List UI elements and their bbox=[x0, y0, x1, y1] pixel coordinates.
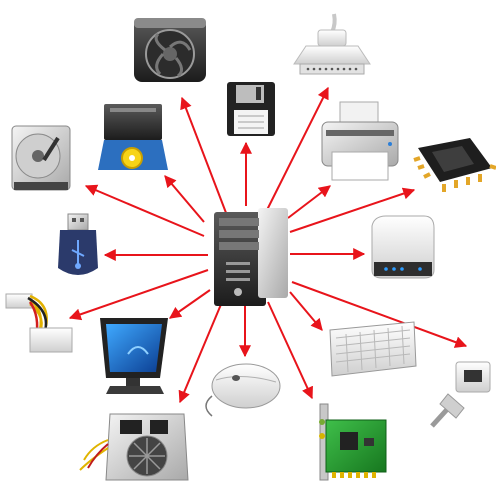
arrow-to-parallel-cable bbox=[265, 86, 329, 213]
expansion-card-icon bbox=[319, 403, 387, 481]
arrows bbox=[68, 86, 468, 404]
printer-icon bbox=[321, 101, 399, 181]
mouse-icon bbox=[205, 363, 281, 417]
arrow-to-keyboard bbox=[289, 291, 323, 331]
usb-drive-icon bbox=[58, 213, 98, 275]
arrow-to-network-cable bbox=[291, 281, 468, 348]
desktop-tower-icon bbox=[214, 208, 288, 306]
arrow-to-monitor bbox=[169, 289, 211, 319]
power-connector-icon bbox=[5, 293, 73, 353]
arrow-to-power-supply bbox=[178, 301, 223, 404]
cpu-fan-icon bbox=[134, 18, 206, 82]
network-cable-icon bbox=[430, 361, 491, 428]
arrow-to-cpu-fan bbox=[180, 96, 229, 219]
optical-drive-icon bbox=[98, 104, 168, 170]
arrow-to-cpu-chip bbox=[289, 187, 416, 233]
parallel-cable-icon bbox=[293, 13, 371, 75]
floppy-disk-icon bbox=[227, 82, 275, 136]
cpu-chip-icon bbox=[413, 138, 496, 192]
external-drive-icon bbox=[371, 215, 435, 279]
keyboard-icon bbox=[329, 321, 417, 377]
monitor-icon bbox=[100, 318, 168, 394]
arrow-to-printer bbox=[287, 185, 331, 219]
power-supply-icon bbox=[79, 413, 189, 481]
arrow-to-optical-drive bbox=[164, 175, 205, 223]
arrow-to-expansion-card bbox=[267, 301, 313, 400]
arrow-to-power-connector bbox=[68, 269, 209, 321]
arrow-to-hard-drive bbox=[84, 184, 205, 237]
hard-drive-icon bbox=[11, 125, 71, 191]
